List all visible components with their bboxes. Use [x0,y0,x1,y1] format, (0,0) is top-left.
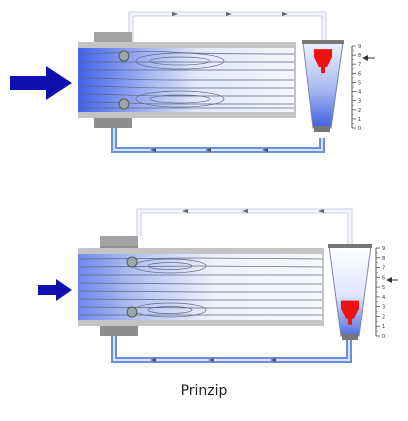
direction-arrow [150,148,156,152]
scale-label: 0 [358,126,361,132]
scale: 0 1 2 3 4 5 6 7 8 9 [375,246,385,340]
direction-arrow [182,209,188,213]
scale-label: 3 [382,305,385,311]
direction-arrow [262,148,268,152]
scale-label: 4 [382,295,385,301]
scale-label: 7 [358,62,361,68]
caption: Prinzip [180,383,228,399]
direction-arrow [318,209,324,213]
diagram-top: 0 1 2 3 4 5 6 7 8 9 [10,11,375,153]
right-arrow-icon [38,279,72,301]
float-indicator-icon [314,49,332,74]
orifice-ring [126,256,138,268]
float-body [314,49,332,68]
scale-label: 6 [382,275,385,281]
scale-label: 3 [358,99,361,105]
pointer-arrow [386,277,392,283]
direction-arrow [282,12,288,16]
scale: 0 1 2 3 4 5 6 7 8 9 [351,44,361,132]
orifice-ring [118,50,130,62]
direction-arrow [205,148,211,152]
scale-label: 1 [382,324,385,330]
supply-pipe-bottom [111,122,325,153]
scale-label: 0 [382,334,385,340]
direction-arrow [150,358,156,362]
float-stem [321,65,325,74]
float-stem [348,316,352,325]
scale-label: 9 [382,246,385,252]
scale-label: 5 [382,285,385,291]
scale-label: 6 [358,71,361,77]
scale-label: 8 [358,53,361,59]
float-indicator-icon [341,300,359,325]
scale-label: 2 [382,314,385,320]
scale-label: 7 [382,266,385,272]
scale-label: 2 [358,108,361,114]
flow-channel [78,254,322,320]
direction-arrow [242,209,248,213]
scale-label: 5 [358,80,361,86]
diagram-bottom: 0 1 2 3 4 5 6 7 8 9 [38,208,398,363]
scale-label: 1 [358,117,361,123]
direction-arrow [172,12,178,16]
right-arrow-icon [10,66,72,100]
streamlines [79,51,295,109]
return-pipe-top [136,208,353,244]
direction-arrow [226,12,232,16]
return-pipe-top [128,11,327,42]
pointer-arrow [362,55,368,61]
scale-label: 4 [358,90,361,96]
direction-arrow [270,358,276,362]
supply-pipe-bottom [111,325,352,363]
scale-label: 9 [358,44,361,50]
float-body [341,300,359,319]
scale-label: 8 [382,256,385,262]
direction-arrow [208,358,214,362]
